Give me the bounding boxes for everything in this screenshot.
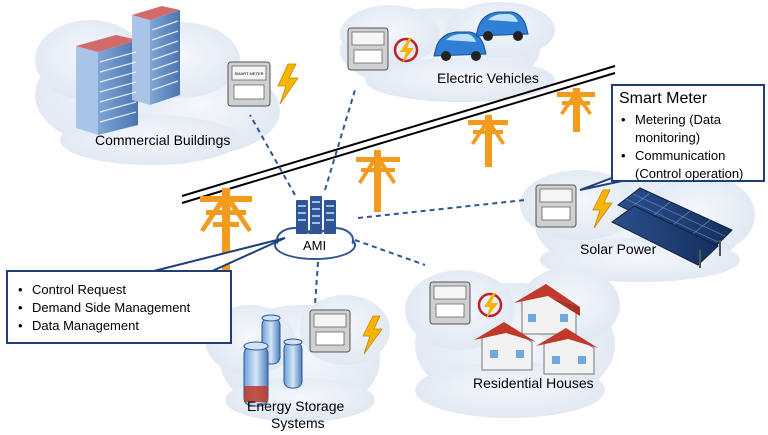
- electric-vehicle-icon: [475, 11, 529, 41]
- label-residential-houses: Residential Houses: [473, 375, 594, 391]
- ami-function-item: Demand Side Management: [16, 299, 222, 317]
- battery-icon: [243, 341, 269, 407]
- residential-house-icon: [536, 328, 598, 375]
- utility-pole-icon: [557, 88, 595, 132]
- smart-meter-feature-item: Communication: [619, 147, 757, 165]
- ami-function-item: Data Management: [16, 317, 222, 335]
- residential-house-icon: [514, 284, 580, 335]
- power-line: [181, 65, 616, 204]
- label-commercial-buildings: Commercial Buildings: [95, 132, 231, 148]
- lightning-bolt-icon: [277, 63, 299, 105]
- commercial-buildings-icon: [76, 6, 180, 135]
- lightning-bolt-icon: [362, 315, 383, 355]
- label-energy-storage-line2: Systems: [271, 415, 325, 431]
- smart-meter-callout: Smart Meter Metering (Data monitoring) C…: [611, 84, 765, 182]
- smart-meter-icon: [347, 27, 389, 71]
- smart-meter-feature-item-cont: monitoring): [635, 130, 701, 145]
- utility-pole-icon: [200, 188, 252, 270]
- smart-meter-icon: [535, 184, 577, 228]
- ami-connectors: [249, 89, 526, 306]
- smart-meter-feature-list: Metering (Data monitoring) Communication…: [619, 111, 757, 183]
- utility-pole-icon: [356, 150, 400, 212]
- smart-meter-icon: [429, 281, 471, 325]
- smart-meter-feature-item-cont: (Control operation): [635, 166, 744, 181]
- smart-meter-icon: SMART METER: [227, 61, 271, 107]
- ami-callout-pointer: [149, 237, 286, 273]
- smart-meter-feature-item: Metering (Data: [619, 111, 757, 129]
- smart-meter-callout-title: Smart Meter: [619, 90, 708, 107]
- label-energy-storage-line1: Energy Storage: [247, 398, 345, 414]
- meter-label: SMART METER: [235, 71, 264, 76]
- ami-callout: Control Request Demand Side Management D…: [6, 270, 232, 344]
- utility-pole-icon: [468, 115, 508, 167]
- battery-icon: [283, 338, 303, 389]
- ami-function-list: Control Request Demand Side Management D…: [16, 281, 222, 335]
- label-ami: AMI: [303, 238, 327, 253]
- server-icon: [296, 196, 336, 234]
- lightning-bolt-icon: [477, 292, 503, 319]
- electric-vehicle-icon: [433, 31, 487, 61]
- ami-function-item: Control Request: [16, 281, 222, 299]
- smart-meter-icon: [309, 309, 351, 353]
- label-electric-vehicles: Electric Vehicles: [437, 70, 539, 86]
- lightning-bolt-icon: [592, 189, 613, 229]
- residential-house-icon: [474, 322, 536, 371]
- solar-panel-icon: [611, 187, 733, 268]
- lightning-bolt-icon: [393, 37, 419, 64]
- label-solar-power: Solar Power: [580, 241, 657, 257]
